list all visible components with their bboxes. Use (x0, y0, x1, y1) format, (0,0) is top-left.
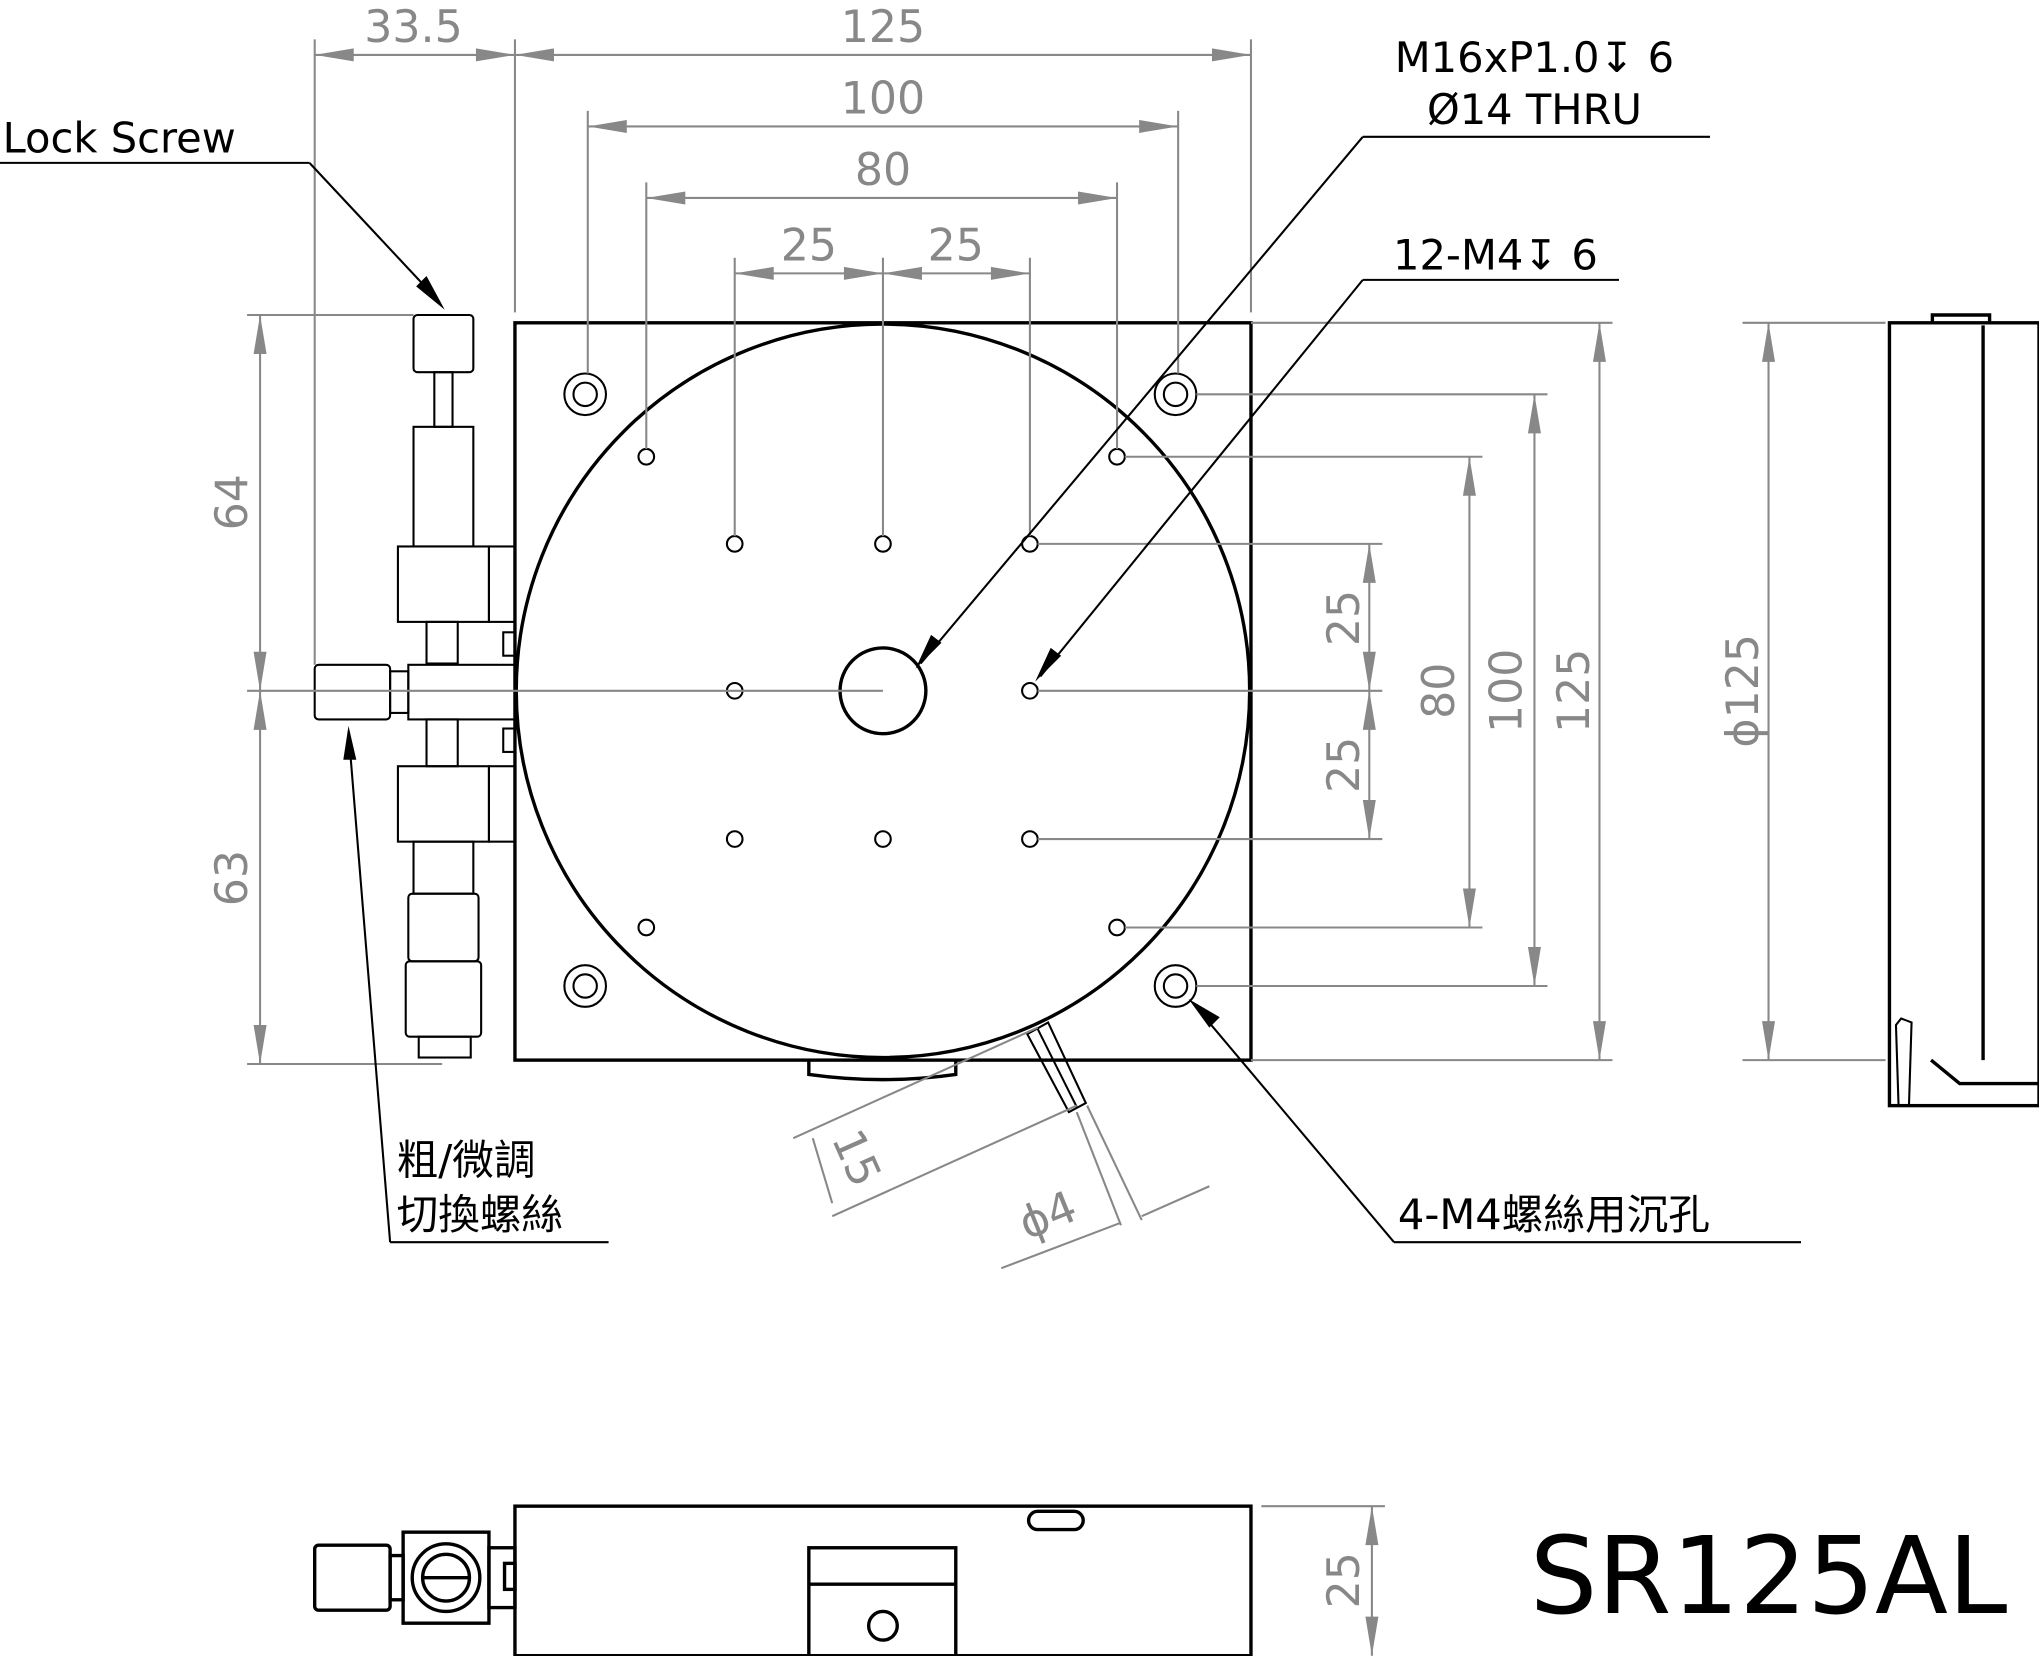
micrometer-assembly (313, 313, 516, 1059)
lock-pin (1025, 1020, 1088, 1114)
lock-screw-knob (412, 313, 475, 374)
front-hole (866, 1609, 899, 1642)
dim-top-width: 125 (841, 2, 925, 53)
front-view: 25 (313, 1504, 1385, 1656)
switch-screw-knob (313, 663, 392, 721)
switch-screw-label-2: 切換螺絲 (397, 1190, 563, 1239)
dim-top-offset: 33.5 (364, 2, 462, 53)
bottom-tab (807, 1060, 958, 1082)
side-view (1887, 313, 2039, 1108)
switch-screw-label-1: 粗/微調 (397, 1136, 536, 1185)
dim-right-100: 100 (1481, 649, 1532, 733)
lock-screw-label: Lock Screw (3, 113, 236, 162)
dim-top-80: 80 (855, 145, 911, 196)
model-title: SR125AL (1530, 1515, 2008, 1639)
mount-holes (637, 447, 1126, 937)
top-view (313, 313, 1253, 1114)
dim-pin-15: 15 (821, 1122, 890, 1194)
dim-side-diameter: ϕ125 (1718, 634, 1769, 748)
dim-right-125: 125 (1549, 649, 1600, 733)
leaders: Lock Screw M16xP1.0↧ 6 Ø14 THRU 12-M4↧ 6… (0, 33, 1802, 1244)
dim-top-25-left: 25 (781, 220, 837, 271)
dim-right-80: 80 (1414, 663, 1465, 719)
dim-left-upper: 64 (207, 474, 258, 530)
center-thread-label-1: M16xP1.0↧ 6 (1395, 33, 1674, 82)
counterbore-label: 4-M4螺絲用沉孔 (1398, 1190, 1710, 1239)
center-thread-label-2: Ø14 THRU (1427, 85, 1642, 134)
dim-right-25-lower: 25 (1319, 737, 1370, 793)
dim-right-25-upper: 25 (1319, 590, 1370, 646)
mount-holes-label: 12-M4↧ 6 (1393, 230, 1598, 279)
dim-left-lower: 63 (207, 850, 258, 906)
dim-top-100: 100 (841, 73, 925, 124)
dim-height: 25 (1319, 1552, 1370, 1608)
dimension-lines: 33.5 125 100 80 25 25 64 63 25 25 80 100… (207, 2, 1886, 1270)
dim-top-25-right: 25 (928, 220, 984, 271)
